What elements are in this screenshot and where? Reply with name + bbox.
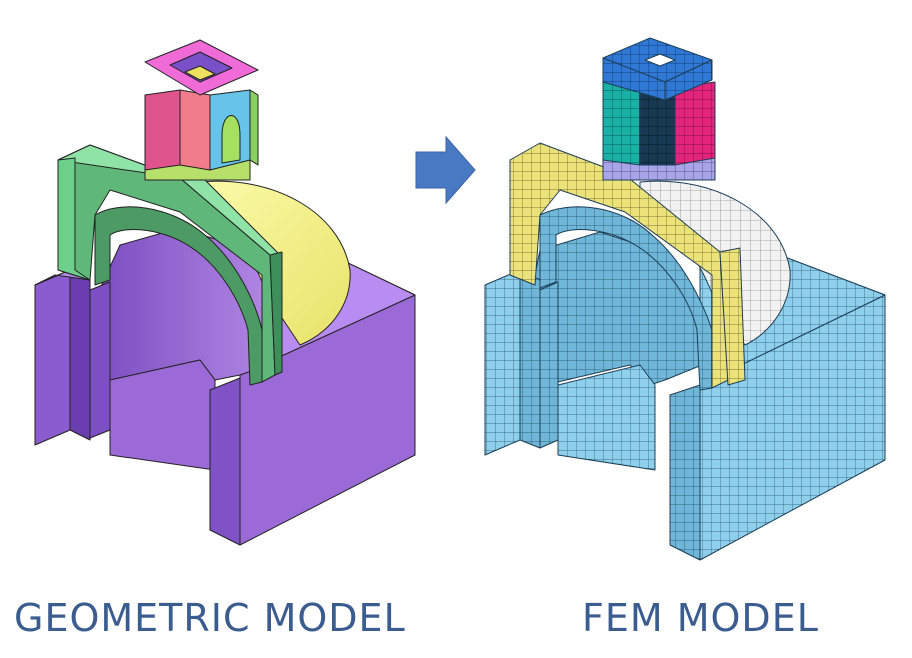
transition-arrow <box>415 135 476 205</box>
fem-left-pillars <box>484 269 559 456</box>
fem-tower <box>602 37 716 181</box>
geometric-model-caption: GEOMETRIC MODEL <box>14 596 406 640</box>
geo-left-pillars <box>34 269 111 446</box>
fem-model-caption: FEM MODEL <box>582 596 819 640</box>
arrow-right-icon <box>415 135 476 205</box>
fem-arch-frame <box>509 142 746 391</box>
geo-tower <box>144 39 259 181</box>
geo-arch-frame <box>57 144 283 386</box>
geometric-model <box>34 39 416 546</box>
fem-model <box>484 37 886 561</box>
